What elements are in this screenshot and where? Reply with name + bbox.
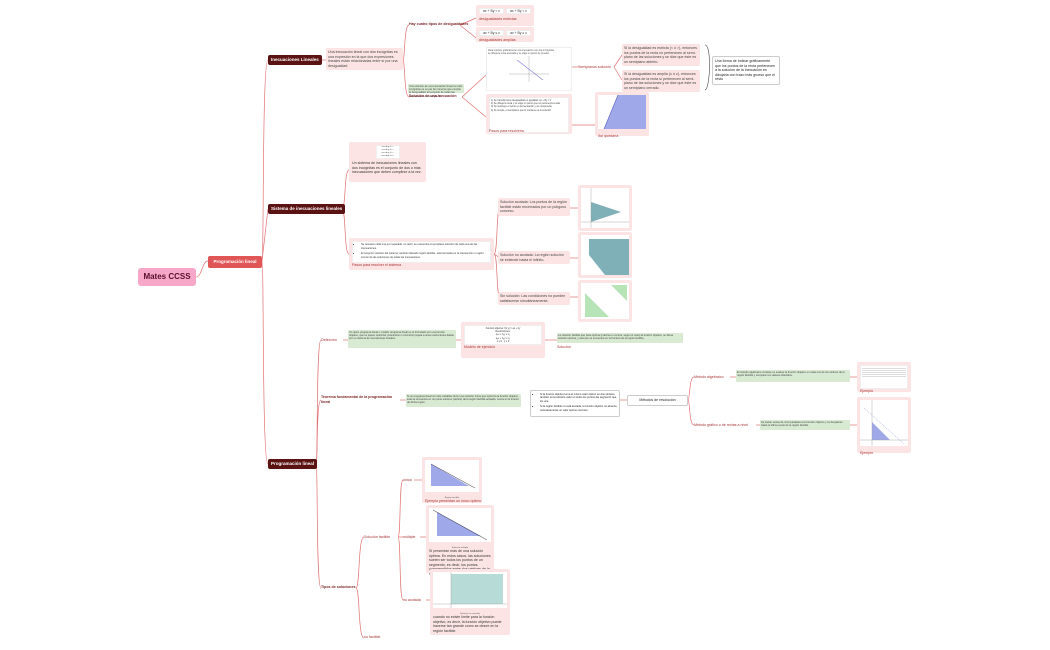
modelo-ejercicio-node[interactable]: Función objetivo: f(x,y) = ax + by Restr… <box>461 322 545 358</box>
topic-inecuaciones[interactable]: Inecuaciones Lineales <box>268 55 322 65</box>
sin-solucion-graph-node[interactable] <box>578 280 632 322</box>
card2-line-4: 4) Si cumple, el semiplano que lo contie… <box>491 108 552 112</box>
sys-eq-4: aₙx+bₙy ≤ cₙ <box>381 155 394 157</box>
solucion-acotada[interactable]: Solución acotada: Los puntos de la regió… <box>498 198 570 216</box>
definicion-green: Un típico programa lineal o modelo progr… <box>348 330 456 348</box>
acotada-graph-node[interactable] <box>578 185 632 231</box>
sistema-pasos-label: Pasos para resolver el sistema <box>352 263 402 268</box>
no-acotada-graph <box>581 235 629 275</box>
estrictas-node[interactable]: ax + By < c ax + By > c desigualdades es… <box>476 5 534 26</box>
solucion-green-note: Una solución de una inecuación lineal co… <box>408 84 464 98</box>
main-topic[interactable]: Programación lineal <box>208 256 262 268</box>
solucion-no-acotada[interactable]: Solución no acotada: La región solución … <box>498 251 570 265</box>
card1-line-1: Para resolver gráficamente una inecuació… <box>488 49 554 52</box>
eq-estricta-2: ax + By > c <box>506 8 531 14</box>
multiple-graph <box>429 508 491 542</box>
asi-quedaria-label: Así quedaría <box>598 134 619 138</box>
modelo-line-1: Función objetivo: f(x,y) = ax + by <box>485 327 521 330</box>
modelo-line-4: a₂x + b₂y ≤ c₂ <box>495 336 511 340</box>
teorema-note-2: Si la región factible no está acotada, l… <box>540 405 617 412</box>
solucion-green: La solución factible que hace óptima (má… <box>557 333 683 343</box>
amplias-node[interactable]: ax + By ≤ c ax + By ≥ c desigualdades am… <box>476 27 534 42</box>
amplia-explanation[interactable]: Si la desigualdad es amplia (≤ ó ≥), ent… <box>622 70 700 93</box>
teorema-title[interactable]: Teorema fundamental de la programación l… <box>321 395 393 404</box>
metodo-algebraico-label[interactable]: Método algebraico <box>694 375 724 379</box>
modelo-line-2: Restricciones: <box>495 330 511 334</box>
sin-solucion-graph <box>581 283 629 319</box>
modelo-label: Modelo de ejercicio <box>464 345 495 350</box>
tipos-desigualdades[interactable]: Hay cuatro tipos de desigualdades <box>409 22 469 26</box>
topic-programacion[interactable]: Programación lineal <box>268 459 318 469</box>
definicion-label[interactable]: Definición <box>321 338 337 342</box>
acotada-graph <box>581 188 629 228</box>
sys-eq-3: a₃x+b₃y ≤ c₃ <box>381 152 394 154</box>
multiple-mini-caption: Solución múltiple <box>451 547 469 549</box>
unica-graph <box>425 460 479 492</box>
pasos-card[interactable]: 1) Se transforma la desigualdad en igual… <box>486 94 572 134</box>
estricta-explanation[interactable]: Si la desigualdad es estricta (< ó >), e… <box>622 44 700 67</box>
no-acotada-graph-node[interactable] <box>578 232 632 278</box>
teorema-note-1: Si la función objetivo toma el mismo val… <box>540 393 617 403</box>
semiplano-graph <box>509 56 549 82</box>
sistema-definition-node[interactable]: a₁x+b₁y ≤ c₁ a₂x+b₂y ≤ c₂ a₃x+b₃y ≤ c₃ a… <box>349 142 426 182</box>
ejemplo-label: Ejemplo <box>860 389 873 393</box>
no-factible-label[interactable]: no factible <box>364 635 381 639</box>
asi-quedaria-node[interactable]: Así quedaría <box>595 92 649 138</box>
eq-amplia-1: ax + By ≤ c <box>479 30 504 36</box>
amplias-label: desigualdades amplias <box>479 38 516 42</box>
card2-line-2: 2) Se dibuja la recta y se elige un punt… <box>491 102 560 106</box>
metodo-grafico-label[interactable]: Método gráfico o de rectas a nivel <box>694 423 748 427</box>
semiplanos-label[interactable]: Semiplanos solución <box>578 65 611 69</box>
no-acotada-sol-graph <box>433 572 507 608</box>
no-acotada-label[interactable]: no acotada <box>403 598 421 602</box>
topic-sistema[interactable]: Sistema de inecuaciones lineales <box>268 204 346 214</box>
unica-node[interactable]: Región factible Ejemplo presentan un úni… <box>422 457 482 503</box>
estrictas-label: desigualdades estrictas <box>479 17 517 21</box>
sistema-pasos-node[interactable]: Se resuelve cada una por separado, es de… <box>349 238 494 270</box>
unica-mini-caption: Región factible <box>444 497 460 499</box>
sin-solucion[interactable]: Sin solución: Las condiciones no pueden … <box>498 292 570 306</box>
ejemplo-table <box>860 365 908 389</box>
modelo-line-5: x ≥ 0 ; y ≥ 0 <box>496 339 510 343</box>
sys-eq-1: a₁x+b₁y ≤ c₁ <box>381 146 394 148</box>
teorema-green: Si un programa lineal con dos variables … <box>406 394 521 407</box>
pasos-bullet-1: Se resuelve cada una por separado, es de… <box>361 243 489 250</box>
multiple-label[interactable]: múltiple <box>403 535 416 539</box>
solucion-label[interactable]: Solución <box>557 345 571 349</box>
ejemplo-grafico-node[interactable]: Ejemplo <box>857 397 911 455</box>
sys-eq-2: a₂x+b₂y ≤ c₂ <box>381 149 394 151</box>
card1-line-2: se dibuja la recta asociada y se elige u… <box>488 52 550 55</box>
asi-quedaria-graph <box>598 94 646 130</box>
no-acotada-node[interactable]: Solución no acotada cuando no existe lím… <box>430 569 510 635</box>
multiple-node[interactable]: Solución múltiple Si presentan más de un… <box>426 505 494 576</box>
pasos-label: Pasos para resolverla <box>489 129 524 133</box>
metodo-grafico-green: Se trazan rectas de nivel paralelas a la… <box>760 420 850 430</box>
eq-estricta-1: ax + By < c <box>479 8 504 14</box>
solucion-factible-label[interactable]: Solución factible <box>364 535 391 539</box>
ejemplo-grafico-graph <box>860 400 908 446</box>
sistema-definition: Un sistema de inecuaciones lineales con … <box>352 161 422 175</box>
metodo-algebraico-green: El método algebraico consiste en evaluar… <box>736 370 850 382</box>
eq-amplia-2: ax + By ≥ c <box>506 30 531 36</box>
ejemplo2-label: Ejemplo <box>860 451 873 455</box>
pasos-bullet-2: El conjunto solución del sistema, tambié… <box>361 252 489 259</box>
card2-line-1: 1) Se transforma la desigualdad en igual… <box>491 99 552 102</box>
unica-label[interactable]: única <box>403 478 412 482</box>
ejemplo-algebraico-node[interactable]: Ejemplo <box>857 362 911 393</box>
no-acotada-caption: cuando no existe límite para la función … <box>433 615 502 633</box>
root-topic[interactable]: Mates CCSS <box>138 268 196 286</box>
inecuacion-definition[interactable]: Una inecuación lineal con dos incógnitas… <box>326 48 403 71</box>
no-acotada-mini-caption: Solución no acotada <box>460 613 480 615</box>
forma-note[interactable]: Una forma de indicar gráficamente que lo… <box>712 56 780 85</box>
tipos-soluciones[interactable]: Tipos de soluciones <box>321 585 356 589</box>
solucion-inecuacion[interactable]: Solución de una inecuación <box>409 94 457 98</box>
solucion-card-graph[interactable]: Para resolver gráficamente una inecuació… <box>486 47 572 91</box>
unica-caption: Ejemplo presentan un único óptimo <box>425 499 482 503</box>
card2-line-3: 3) Se sustituye el punto en la inecuació… <box>491 105 552 109</box>
modelo-line-3: a₁x + b₁y ≤ c₁ <box>495 333 511 337</box>
teorema-notes[interactable]: Si la función objetivo toma el mismo val… <box>530 390 620 418</box>
metodos-resolucion[interactable]: Métodos de resolución <box>627 395 688 406</box>
